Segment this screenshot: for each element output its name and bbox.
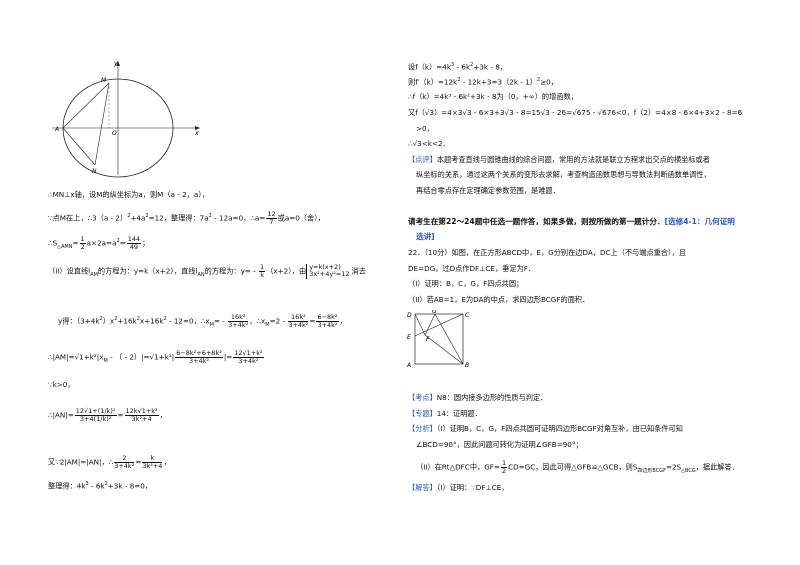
label-n: N	[92, 168, 97, 175]
line-part2-setup: （II）设直线lAM的方程为：y=k（x+2），直线lAN的方程为：y= - 1…	[48, 263, 366, 279]
kaodian-line: 【考点】N8：圆内接多边形的性质与判定．	[408, 393, 548, 402]
label-sq-g: G	[432, 310, 437, 315]
tag-jieda: 【解答】	[408, 483, 437, 492]
comment-block: 【点评】本题考查直线与圆锥曲线的综合问题，常用的方法就是联立方程求出交点的横坐标…	[408, 155, 710, 164]
problem-22-statement: 22．（10分）如图，在正方形ABCD中，E，G分别在边DA，DC上（不与端点重…	[408, 248, 686, 257]
section-instruction-cont: 选讲]	[416, 232, 435, 241]
ellipse-figure: y x M N A O	[52, 60, 200, 178]
label-sq-f: F	[426, 336, 430, 343]
problem-22-part1: （I）证明：B，C，G，F四点共圆；	[408, 279, 524, 288]
segment-an	[62, 127, 96, 166]
line-evaluate: 又f（√3）=4×3√3 - 6×3+3√3 - 8=15√3 - 26=√67…	[408, 108, 743, 117]
tag-zhuanti: 【专题】	[408, 409, 437, 418]
zhuanti-line: 【专题】14：证明题．	[408, 409, 482, 418]
label-y: y	[113, 60, 118, 67]
jieda-line: 【解答】（I）证明：∵DF⊥CE，	[408, 483, 509, 492]
line-k-range: ∴√3<k<2．	[408, 139, 450, 148]
comment-line-2: 纵坐标的关系，通过这两个关系的变形去求解，考查构造函数思想与导数法判断函数单调性…	[416, 170, 711, 179]
segment-fg	[424, 313, 436, 336]
x-arrow	[195, 126, 200, 130]
square-figure: D G C F E A B	[406, 310, 470, 369]
line-define-f: 设f（k）=4k3 - 6k2+3k - 8，	[408, 62, 507, 72]
fenxi-line-2: ∠BCD=90°，因此问题可转化为证明∠GFB=90°；	[416, 440, 583, 449]
segment-mn	[94, 82, 110, 166]
problem-22-statement-2: DE=DG，过D点作DF⊥CE，垂足为F．	[408, 264, 536, 273]
line-point-m: ∵点M在上，∴3（a - 2）2+4a2=12，整理得：7a2 - 12a=0，…	[48, 210, 325, 226]
problem-22-part2: （II）若AB=1，E为DA的中点，求四边形BCGF的面积．	[408, 295, 590, 304]
line-am-length: ∴|AM|=√1+k²|xM - （ - 2）|=√1+k²|6−8k²+6+8…	[48, 349, 264, 365]
segment-fb	[424, 334, 464, 365]
y-arrow	[116, 61, 120, 66]
square-abcd	[414, 313, 464, 365]
line-k-positive: ∵k>0，	[48, 380, 75, 389]
label-m: M	[101, 77, 107, 84]
tag-fenxi: 【分析】	[408, 424, 437, 433]
fenxi-line: 【分析】（I）证明B，C，G，F四点共圆可证明四边形BCGF对角互补，由已知条件…	[408, 424, 683, 433]
label-a: A	[54, 126, 59, 133]
segment-ce	[414, 313, 464, 337]
tag-comment: 【点评】	[408, 155, 437, 164]
label-sq-b: B	[465, 362, 469, 369]
line-quadratic: y得：（3+4k2）x2+16k2x+16k2 - 12=0，∴xM= - 16…	[58, 313, 347, 329]
line-derivative: 则f′（k）=12k2 - 12k+3=3（2k - 1）2≥0，	[408, 77, 558, 87]
label-x: x	[194, 130, 199, 137]
label-sq-e: E	[407, 334, 411, 341]
segment-gb	[434, 313, 464, 365]
section-instruction: 请考生在第22～24题中任选一题作答，如果多做，则按所做的第一题计分．[选修4-…	[408, 217, 735, 226]
line-increasing: ∴f（k）=4k³ - 6k²+3k - 8为（0，+∞）的增函数，	[408, 92, 578, 101]
label-sq-c: C	[465, 312, 470, 319]
segment-df	[414, 313, 426, 336]
segment-am	[62, 82, 110, 129]
label-sq-d: D	[407, 312, 412, 319]
label-sq-a: A	[406, 362, 411, 369]
line-cubic-equation: 整理得：4k3 - 6k2+3k - 8=0，	[48, 481, 153, 491]
tag-kaodian: 【考点】	[408, 393, 437, 402]
line-mn-perp: ∴MN⊥x轴，设M的纵坐标为a，则M（a - 2，a），	[48, 190, 210, 199]
comment-line-3: 再结合零点存在定理确定参数范围，是难题．	[416, 186, 560, 195]
label-o: O	[112, 130, 117, 137]
line-positive: >0，	[416, 124, 434, 133]
